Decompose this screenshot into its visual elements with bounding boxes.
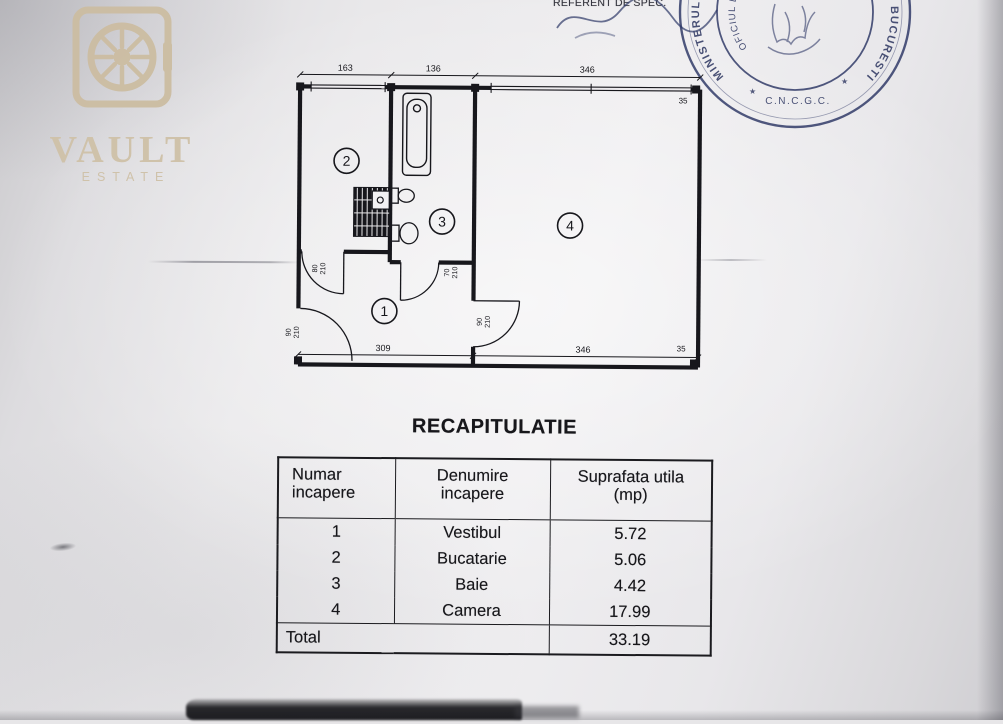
room4-door-size: 90 210 (475, 316, 492, 328)
recap-table: Numar incapere Denumire incapere Suprafa… (276, 456, 714, 656)
toilet-icon (391, 223, 418, 244)
svg-text:210: 210 (483, 316, 492, 328)
floor-plan: 1 2 3 4 163 136 346 35 309 346 35 90 210… (283, 58, 716, 391)
header-line: Numar (292, 465, 395, 484)
total-row: Total 33.19 (277, 623, 711, 656)
room-number-cell: 4 (277, 596, 394, 623)
photo-edge-shadow (0, 710, 1003, 720)
header-line: (mp) (550, 485, 711, 504)
dim-top-3: 346 (580, 65, 595, 75)
col-header-numar: Numar incapere (278, 457, 395, 518)
header-row: Numar incapere Denumire incapere Suprafa… (278, 457, 712, 521)
total-label-cell: Total (277, 623, 549, 655)
bathtub-icon (402, 93, 431, 175)
doors (300, 251, 520, 362)
bath-door-arc (400, 262, 438, 300)
entrance-door-arc (300, 308, 352, 360)
dim-bottom-2: 346 (576, 345, 591, 355)
recap-title: RECAPITULATIE (277, 414, 711, 440)
photo-edge-shadow (977, 0, 1003, 720)
svg-text:210: 210 (318, 263, 327, 275)
room-name-cell: Camera (394, 597, 549, 625)
bath-door-size: 70 210 (442, 267, 459, 279)
svg-text:210: 210 (450, 267, 459, 279)
room-number-cell: 2 (277, 544, 394, 571)
room-4-label: 4 (566, 218, 574, 234)
dim-top-2: 136 (426, 63, 441, 73)
room-area-cell: 5.06 (549, 546, 711, 573)
room-name-cell: Baie (394, 571, 549, 598)
kitchen-door-size: 80 210 (310, 262, 327, 274)
room-2-label: 2 (343, 153, 351, 169)
room-number-cell: 1 (278, 518, 395, 545)
room-3-label: 3 (438, 213, 446, 229)
room-number-cell: 3 (277, 570, 394, 597)
svg-text:210: 210 (292, 326, 301, 338)
header-line: incapere (395, 484, 549, 503)
header-line: Denumire (396, 466, 550, 485)
total-value-cell: 33.19 (549, 625, 711, 656)
room-name-cell: Bucatarie (394, 545, 549, 572)
table-row: 4 Camera 17.99 (277, 596, 711, 626)
sink-icon (391, 188, 414, 203)
dim-top-1: 163 (338, 63, 353, 73)
room-area-cell: 4.42 (549, 572, 711, 599)
room-area-cell: 5.72 (550, 520, 712, 548)
header-line: Suprafata utila (551, 467, 712, 486)
table-row: 1 Vestibul 5.72 (278, 518, 712, 548)
entrance-door-size: 90 210 (284, 326, 301, 338)
dim-wall-top: 35 (679, 96, 689, 105)
col-header-denumire: Denumire incapere (395, 458, 550, 520)
kitchen-counter-icon (353, 187, 390, 237)
table-row: 3 Baie 4.42 (277, 570, 711, 599)
table-row: 2 Bucatarie 5.06 (277, 544, 711, 573)
room-name-cell: Vestibul (395, 519, 550, 547)
header-line: incapere (292, 483, 395, 502)
room-1-label: 1 (380, 303, 388, 319)
dim-bottom-1: 309 (376, 343, 391, 353)
room-area-cell: 17.99 (549, 598, 711, 626)
dim-wall-bottom: 35 (677, 344, 687, 353)
col-header-suprafata: Suprafata utila (mp) (550, 459, 712, 521)
windows (311, 81, 691, 94)
